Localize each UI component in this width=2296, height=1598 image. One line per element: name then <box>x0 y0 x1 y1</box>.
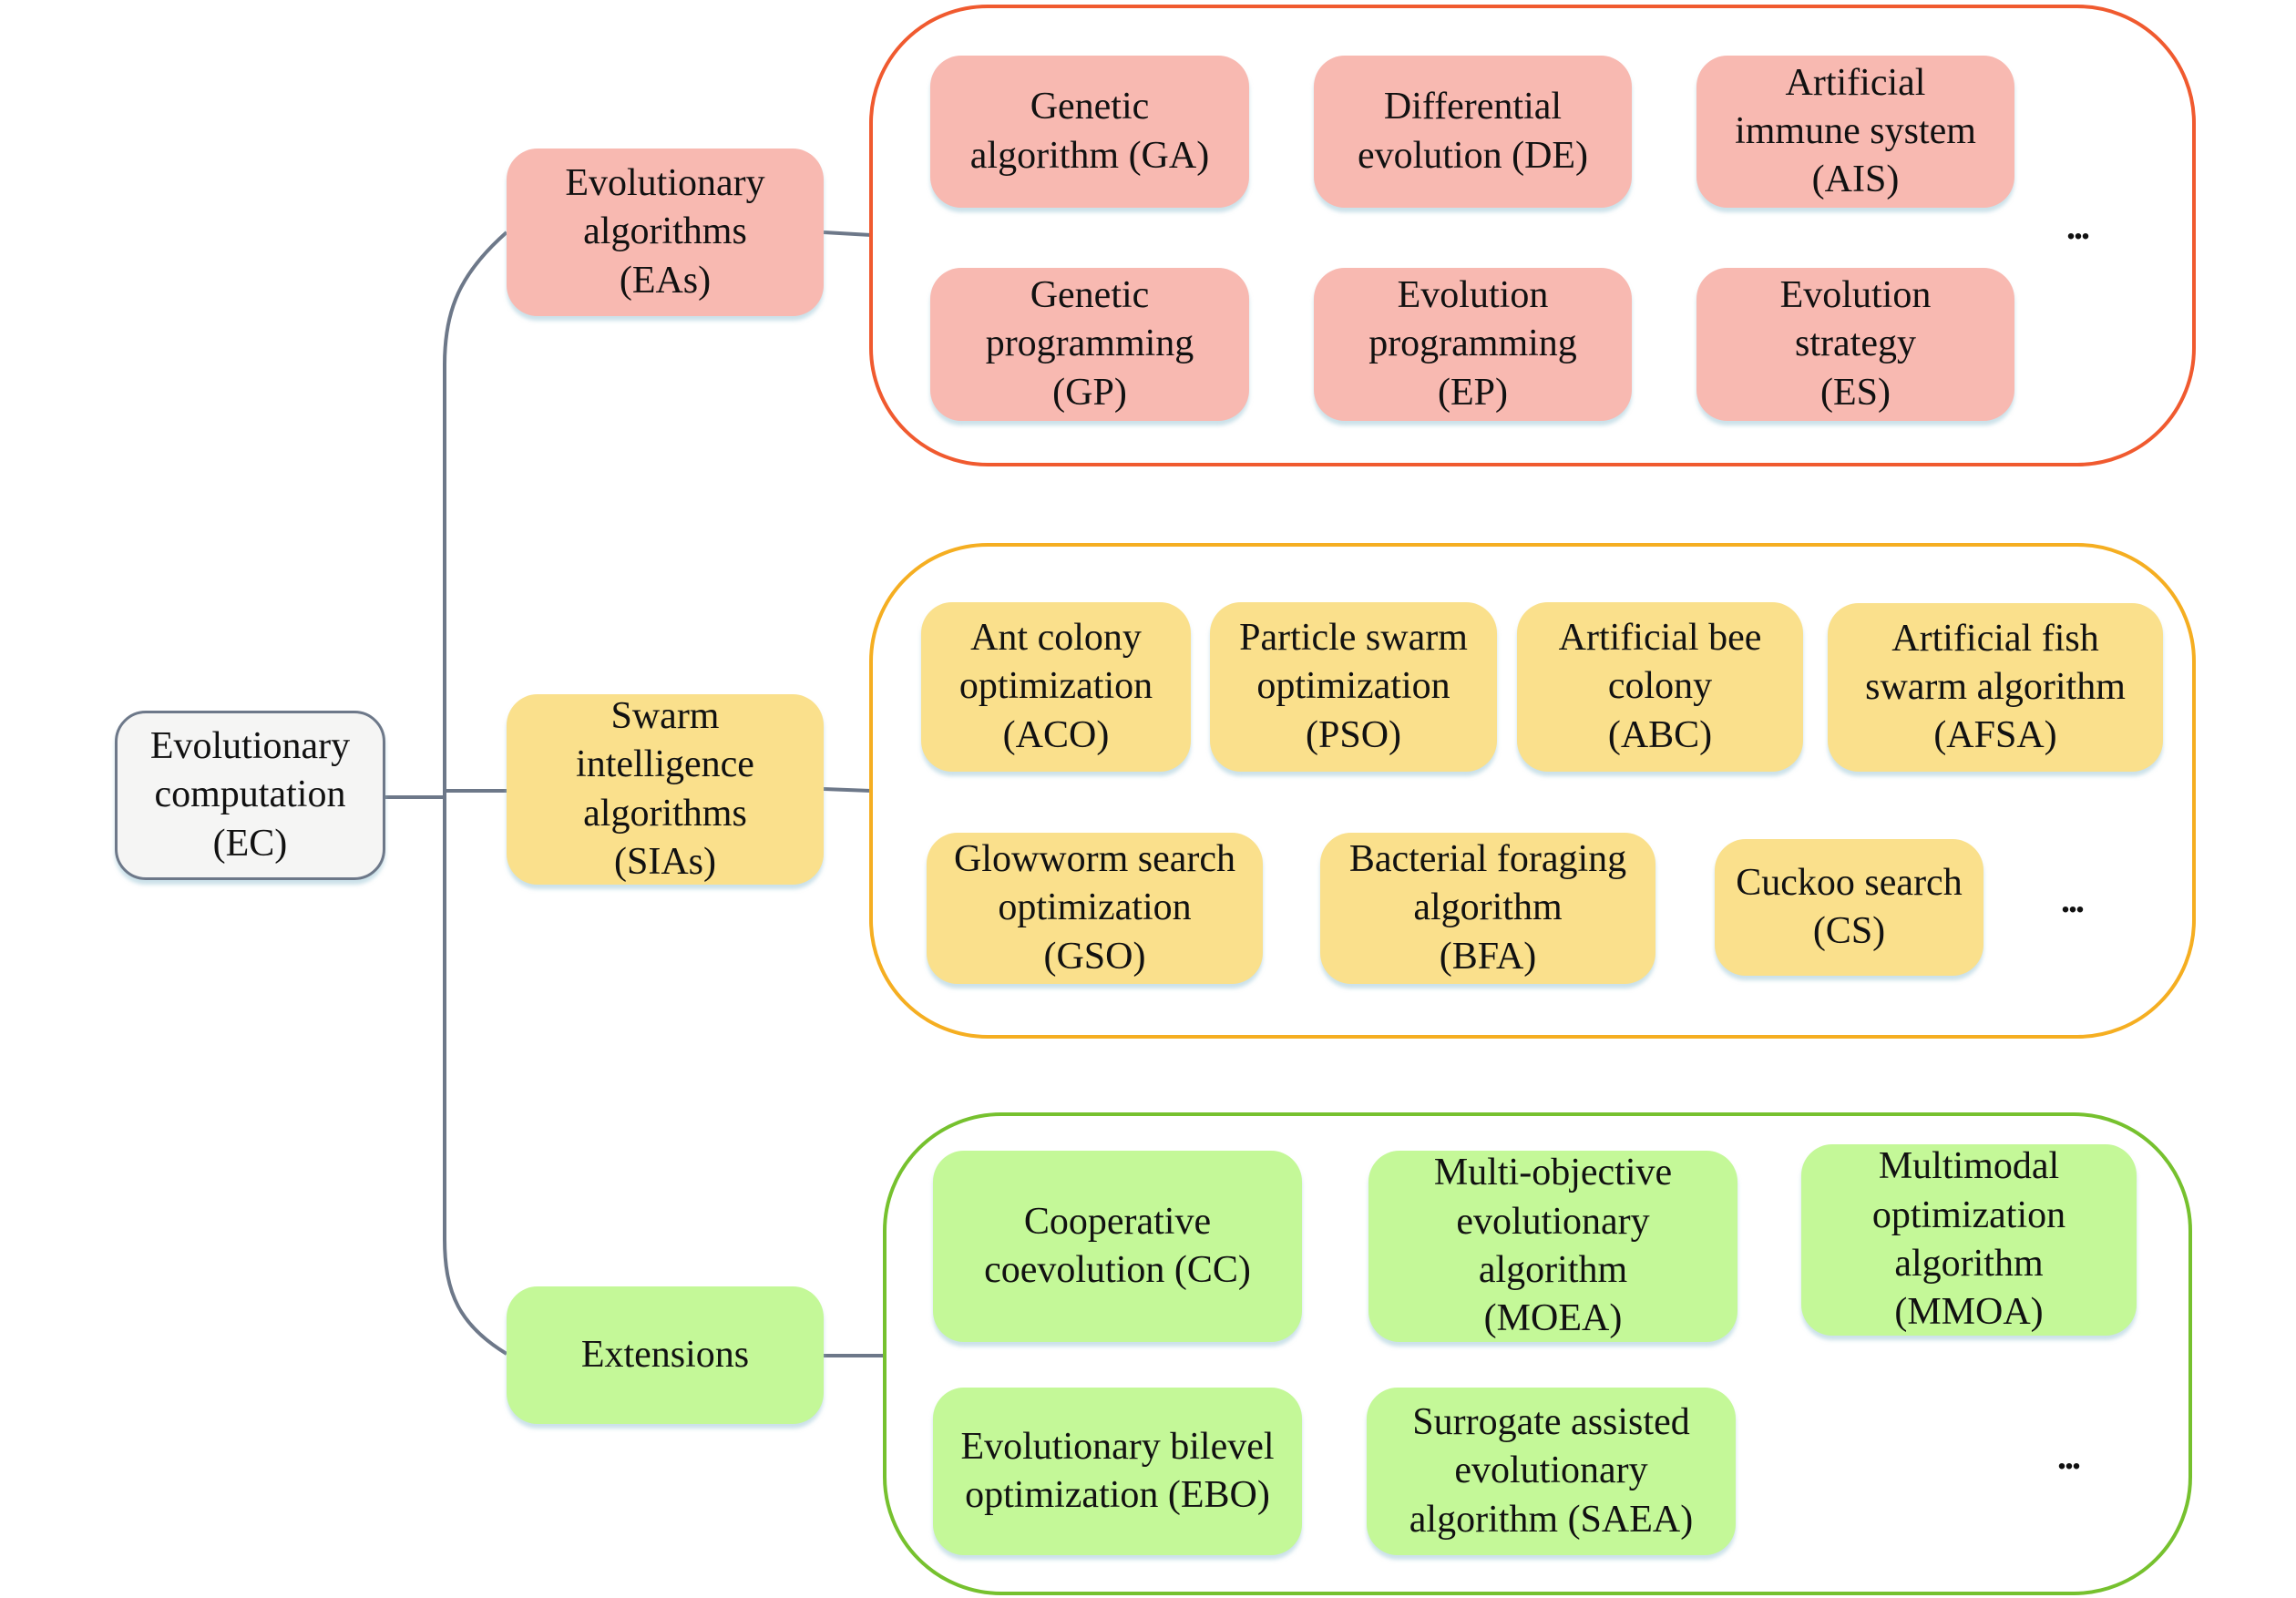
group-container-sias <box>869 543 2196 1039</box>
leaf-node-ebo[interactable]: Evolutionary bilevel optimization (EBO) <box>933 1388 1302 1555</box>
leaf-node-label: Differential evolution (DE) <box>1357 86 1589 177</box>
branch-node-extensions[interactable]: Extensions <box>507 1286 824 1424</box>
branch-node-eas[interactable]: Evolutionary algorithms (EAs) <box>507 149 824 316</box>
leaf-node-moea[interactable]: Multi-objective evolutionary algorithm (… <box>1368 1151 1737 1342</box>
leaf-node-label: Evolution strategy (ES) <box>1779 274 1932 414</box>
leaf-node-label: Ant colony optimization (ACO) <box>958 617 1153 756</box>
leaf-node-gso[interactable]: Glowworm search optimization (GSO) <box>927 833 1263 984</box>
leaf-node-aco[interactable]: Ant colony optimization (ACO) <box>921 602 1191 772</box>
root-node[interactable]: Evolutionary computation (EC) <box>115 711 385 880</box>
leaf-node-bfa[interactable]: Bacterial foraging algorithm (BFA) <box>1320 833 1655 984</box>
branch-node-sias[interactable]: Swarm intelligence algorithms (SIAs) <box>507 694 824 885</box>
group-container-eas <box>869 5 2196 466</box>
leaf-node-label: Genetic programming (GP) <box>985 274 1194 414</box>
more-ellipsis-extensions: ... <box>2057 1436 2081 1477</box>
leaf-node-mmoa[interactable]: Multimodal optimization algorithm (MMOA) <box>1801 1144 2137 1336</box>
leaf-node-label: Multimodal optimization algorithm (MMOA) <box>1871 1145 2066 1334</box>
leaf-node-ais[interactable]: Artificial immune system (AIS) <box>1696 56 2014 208</box>
leaf-node-label: Evolutionary bilevel optimization (EBO) <box>960 1425 1275 1516</box>
root-node-label: Evolutionary computation (EC) <box>149 725 351 865</box>
leaf-node-ep[interactable]: Evolution programming (EP) <box>1314 268 1632 421</box>
leaf-node-label: Artificial bee colony (ABC) <box>1558 617 1762 756</box>
leaf-node-label: Glowworm search optimization (GSO) <box>953 838 1236 978</box>
branch-node-label: Swarm intelligence algorithms (SIAs) <box>576 694 754 883</box>
leaf-node-es[interactable]: Evolution strategy (ES) <box>1696 268 2014 421</box>
leaf-node-label: Bacterial foraging algorithm (BFA) <box>1348 838 1627 978</box>
leaf-node-label: Evolution programming (EP) <box>1368 274 1577 414</box>
leaf-node-label: Multi-objective evolutionary algorithm (… <box>1433 1152 1673 1340</box>
connector-eas-group <box>823 230 872 237</box>
leaf-node-label: Particle swarm optimization (PSO) <box>1239 617 1468 756</box>
leaf-node-label: Artificial fish swarm algorithm (AFSA) <box>1865 617 2126 757</box>
leaf-node-ga[interactable]: Genetic algorithm (GA) <box>930 56 1249 208</box>
leaf-node-pso[interactable]: Particle swarm optimization (PSO) <box>1210 602 1497 772</box>
connector-sias-group <box>823 787 872 793</box>
leaf-node-cc[interactable]: Cooperative coevolution (CC) <box>933 1151 1302 1342</box>
leaf-node-afsa[interactable]: Artificial fish swarm algorithm (AFSA) <box>1828 603 2163 772</box>
leaf-node-saea[interactable]: Surrogate assisted evolutionary algorith… <box>1367 1388 1736 1555</box>
leaf-node-label: Artificial immune system (AIS) <box>1735 61 1976 201</box>
leaf-node-label: Surrogate assisted evolutionary algorith… <box>1409 1401 1694 1541</box>
connector-trunk-eas <box>443 230 508 797</box>
leaf-node-abc[interactable]: Artificial bee colony (ABC) <box>1517 602 1803 772</box>
leaf-node-label: Cuckoo search (CS) <box>1736 861 1963 952</box>
branch-node-label: Extensions <box>580 1333 750 1376</box>
more-ellipsis-eas: ... <box>2066 206 2090 247</box>
leaf-node-label: Cooperative coevolution (CC) <box>984 1200 1251 1291</box>
leaf-node-gp[interactable]: Genetic programming (GP) <box>930 268 1249 421</box>
leaf-node-cs[interactable]: Cuckoo search (CS) <box>1715 839 1983 976</box>
branch-node-label: Evolutionary algorithms (EAs) <box>565 162 765 302</box>
connector-trunk-extensions <box>443 797 508 1356</box>
leaf-node-de[interactable]: Differential evolution (DE) <box>1314 56 1632 208</box>
more-ellipsis-sias: ... <box>2061 879 2085 920</box>
group-container-extensions <box>883 1112 2192 1595</box>
leaf-node-label: Genetic algorithm (GA) <box>969 86 1210 177</box>
